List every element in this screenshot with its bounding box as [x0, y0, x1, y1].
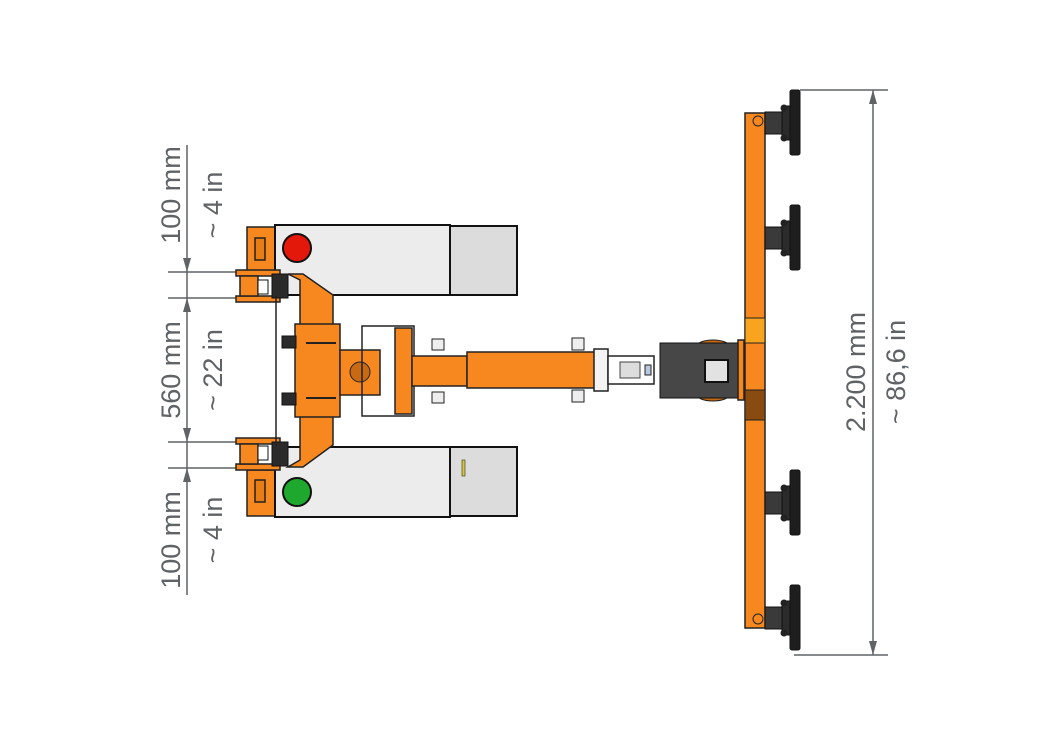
- bar-width-imperial-label: ~ 86,6 in: [881, 320, 911, 424]
- central-hub: [281, 323, 415, 418]
- suction-bar: [744, 112, 766, 629]
- handle-brackets: [235, 269, 289, 471]
- middle-gap-imperial-label: ~ 22 in: [198, 329, 228, 411]
- top-gap-metric-label: 100 mm: [156, 146, 186, 244]
- middle-gap-metric-label: 560 mm: [156, 321, 186, 419]
- right-dimension: [794, 89, 888, 656]
- suction-pad: [764, 204, 801, 271]
- start-button[interactable]: [282, 477, 312, 507]
- suction-pad: [764, 89, 801, 156]
- bottom-gap-metric-label: 100 mm: [156, 491, 186, 589]
- rotator: [659, 339, 745, 402]
- top-gap-imperial-label: ~ 4 in: [198, 172, 228, 239]
- suction-pad: [764, 584, 801, 651]
- upper-handle: [246, 224, 518, 296]
- bottom-gap-imperial-label: ~ 4 in: [198, 497, 228, 564]
- suction-pads: [764, 89, 801, 651]
- left-dimension-chain: [168, 145, 236, 595]
- bar-width-metric-label: 2.200 mm: [841, 312, 871, 432]
- boom-arm: [411, 337, 655, 404]
- stop-button[interactable]: [282, 233, 312, 263]
- suction-pad: [764, 469, 801, 536]
